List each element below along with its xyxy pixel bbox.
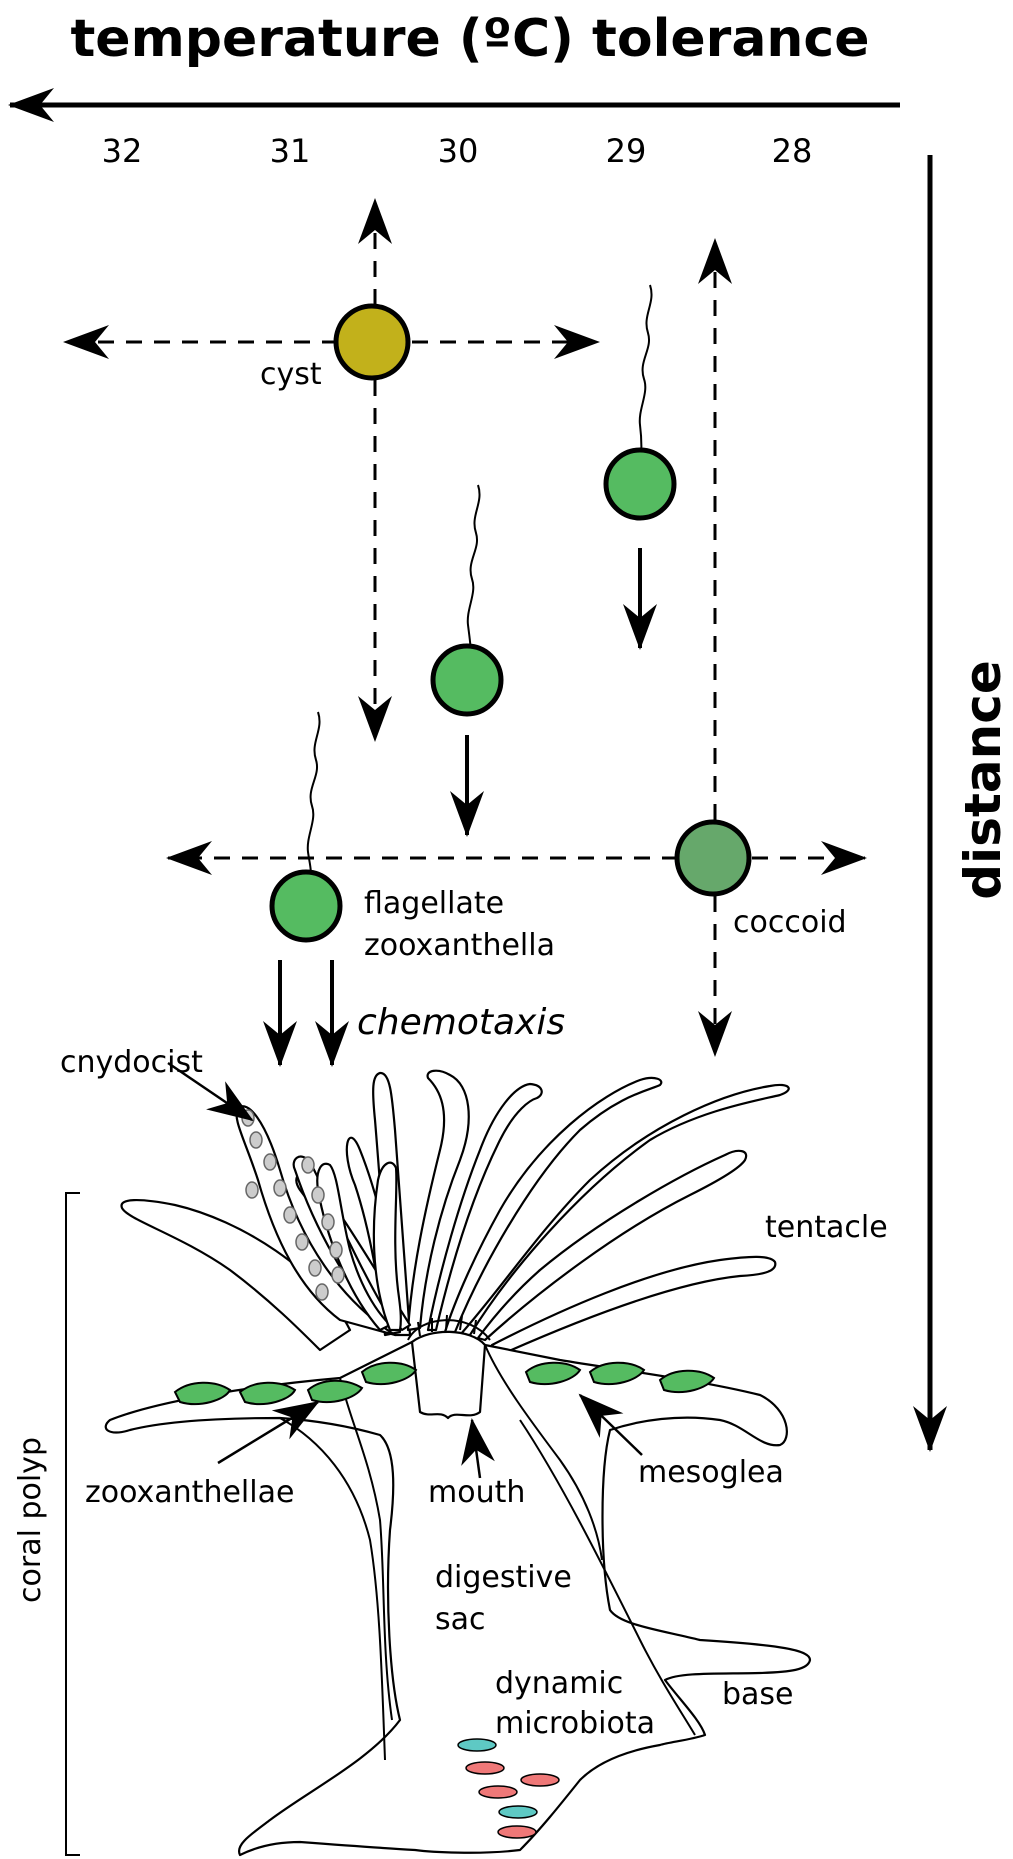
coral-polyp: cnydocist tentacle zooxanthellae mouth m… <box>60 1045 888 1857</box>
coral-polyp-bracket: coral polyp <box>13 1192 80 1856</box>
tentacle <box>120 1198 352 1352</box>
zooxanthellae-label: zooxanthellae <box>85 1475 294 1510</box>
body-wall-line <box>484 1344 603 1561</box>
chemotaxis-label: chemotaxis <box>357 1002 565 1043</box>
distance-label: distance <box>954 660 1012 899</box>
tick-label: 32 <box>102 132 143 170</box>
flagellate-cell-middle <box>430 484 504 837</box>
cyst-label: cyst <box>260 357 322 392</box>
coccoid-label: coccoid <box>733 905 847 940</box>
pointer-arrow-icon <box>578 1393 643 1456</box>
mesoglea-label: mesoglea <box>638 1455 784 1490</box>
tentacle <box>476 1149 748 1342</box>
zooxanthella-icon <box>588 1361 646 1386</box>
tick-label: 31 <box>270 132 311 170</box>
microbiota-cluster <box>457 1738 560 1839</box>
tick-label: 28 <box>772 132 813 170</box>
flagellate-cell-icon <box>269 869 343 943</box>
tick-label: 30 <box>438 132 479 170</box>
zooxanthella-icon <box>238 1381 297 1406</box>
coccoid-dispersal: coccoid <box>166 238 867 1057</box>
zooxanthella-icon <box>658 1369 716 1394</box>
pointer-arrow-icon <box>217 1400 320 1465</box>
coral-polyp-label: coral polyp <box>13 1437 48 1603</box>
tentacle <box>443 1076 663 1334</box>
zooxanthellae-cluster <box>173 1361 716 1406</box>
flagellate-label-line2: zooxanthella <box>364 928 555 963</box>
base-label: base <box>722 1677 794 1712</box>
pointer-arrow-icon <box>167 1061 254 1122</box>
zooxanthella-icon <box>524 1361 582 1386</box>
temperature-axis: 32 31 30 29 28 <box>8 88 900 170</box>
flagellate-cell-left: flagellate zooxanthella chemotaxis <box>263 711 565 1067</box>
coccoid-cell-icon <box>674 819 752 897</box>
flagellate-cell-icon <box>430 643 504 717</box>
cyst-dispersal: cyst <box>63 198 600 742</box>
pointer-arrow-icon <box>461 1418 495 1479</box>
zooxanthella-icon <box>173 1381 232 1406</box>
flagellate-cell-icon <box>603 447 677 521</box>
tentacle-label: tentacle <box>765 1210 888 1245</box>
cyst-cell-icon <box>333 303 411 381</box>
tentacle <box>490 1255 777 1357</box>
tentacle <box>458 1083 790 1337</box>
polyp-body <box>104 1335 812 1857</box>
tentacle <box>406 1069 470 1332</box>
mouth-label: mouth <box>428 1475 525 1510</box>
digestive-sac-label-line1: digestive <box>435 1560 572 1595</box>
tick-label: 29 <box>606 132 647 170</box>
zooxanthella-icon <box>360 1361 418 1386</box>
mouth-opening <box>410 1330 487 1420</box>
microbiota-label-line2: microbiota <box>495 1706 655 1741</box>
digestive-sac-label-line2: sac <box>435 1602 486 1637</box>
microbiota-label-line1: dynamic <box>495 1666 623 1701</box>
flagellate-label-line1: flagellate <box>364 886 504 921</box>
distance-axis: distance <box>913 155 1012 1452</box>
diagram-title: temperature (ºC) tolerance <box>70 9 869 69</box>
body-wall-line <box>279 1417 386 1761</box>
cnydocist-label: cnydocist <box>60 1045 203 1080</box>
zooxanthella-icon <box>306 1379 364 1404</box>
cnidocyte-cluster <box>241 1109 345 1301</box>
flagellate-cell-right <box>603 284 677 650</box>
body-wall-line <box>519 1419 696 1736</box>
mouth-rim-ridges <box>417 1314 477 1337</box>
body-wall-line <box>339 1377 393 1721</box>
tentacle <box>372 1161 402 1332</box>
tentacle <box>426 1082 543 1332</box>
